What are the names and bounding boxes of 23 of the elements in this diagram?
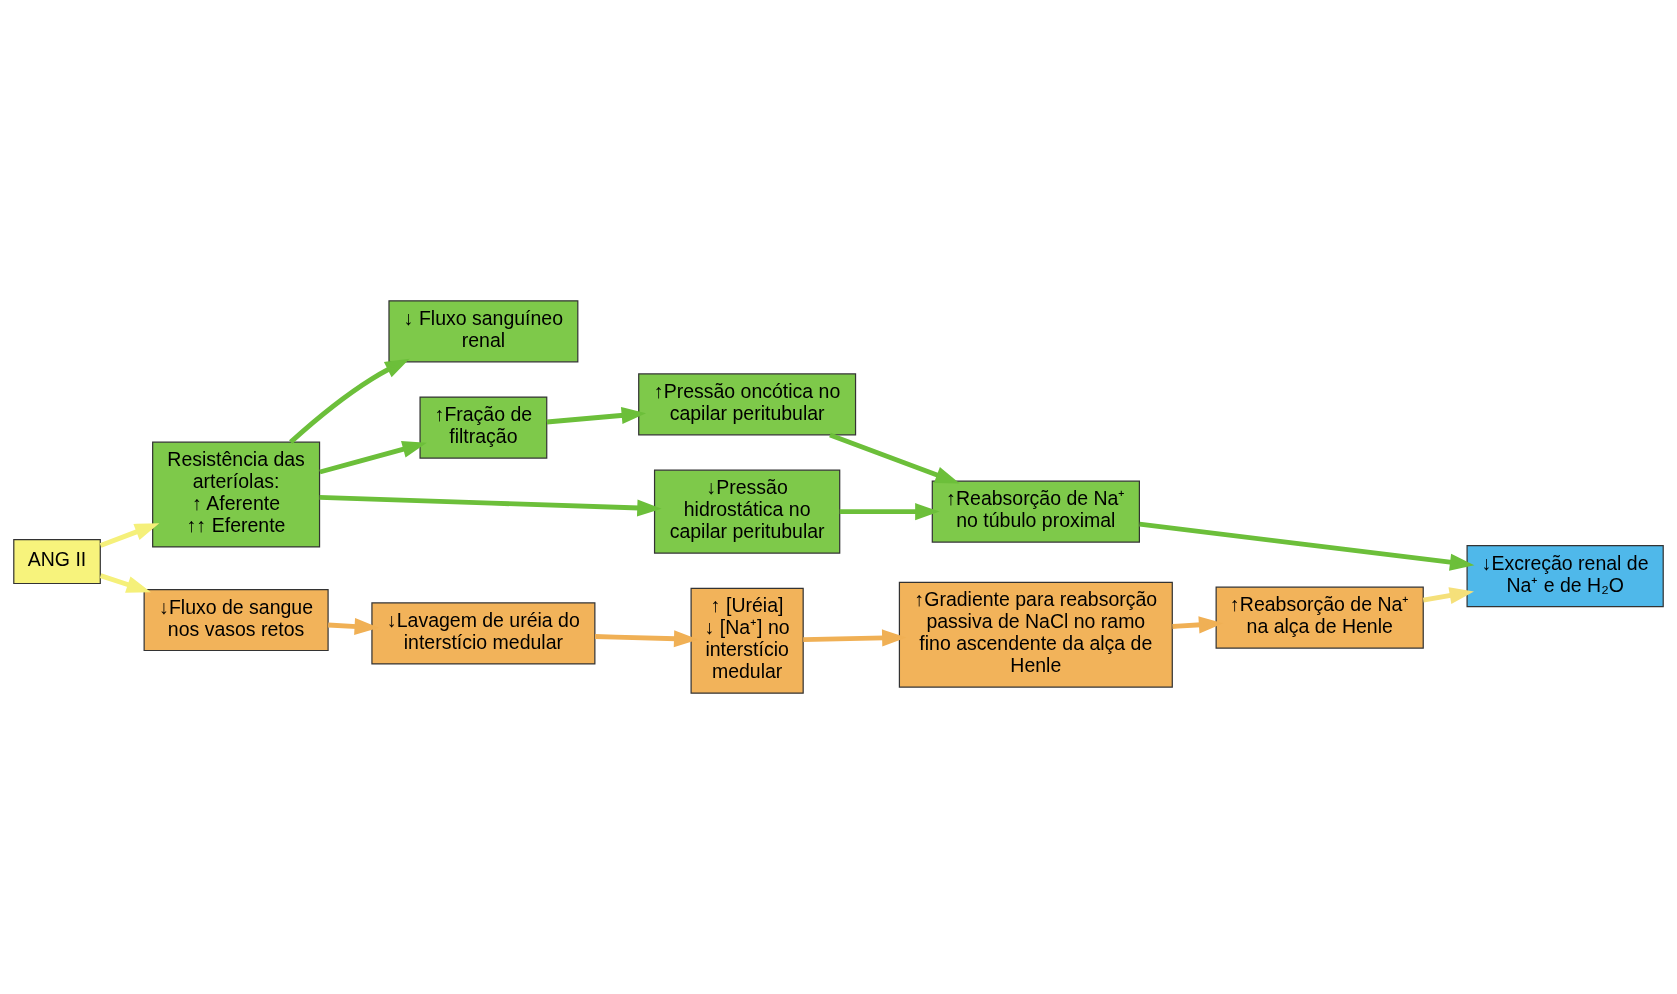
- node-box: ↓Fluxo de sangue nos vasos retos: [143, 588, 329, 652]
- arrow: [99, 573, 151, 593]
- arrow: [99, 523, 160, 548]
- arrow: [1422, 587, 1474, 605]
- arrow: [319, 440, 427, 475]
- arrow: [839, 503, 940, 521]
- node-box: ↑Pressão oncótica no capilar peritubular: [638, 373, 857, 436]
- arrow: [289, 358, 410, 444]
- arrow: [829, 432, 960, 484]
- node-box: ↑Gradiente para reabsorção passiva de NaCl no ramo fino ascendente da alça de Henle: [898, 581, 1173, 688]
- node-box: ↑ [Uréia] ↓ [Na⁺] no interstício medular: [690, 587, 804, 694]
- node-box: ↑Reabsorção de Na⁺ na alça de Henle: [1215, 586, 1424, 649]
- node-box: ↓Lavagem de uréia do interstício medular: [371, 602, 596, 665]
- arrow: [546, 406, 647, 425]
- arrow: [319, 494, 662, 517]
- node-box: ↓ Fluxo sanguíneo renal: [388, 300, 579, 363]
- node-box: ↑Reabsorção de Na⁺ no túbulo proximal: [931, 480, 1140, 543]
- node-box: ↑Fração de filtração: [419, 396, 548, 459]
- node-box: ANG II: [13, 539, 101, 585]
- node-box: ↓Pressão hidrostática no capilar peritubular: [653, 469, 841, 554]
- node-box: Resistência das arteríolas: ↑ Aferente ↑↑ Eferente: [152, 441, 321, 548]
- arrow: [1139, 521, 1475, 571]
- node-box: ↓Excreção renal de Na⁺ e de H₂O: [1466, 545, 1664, 608]
